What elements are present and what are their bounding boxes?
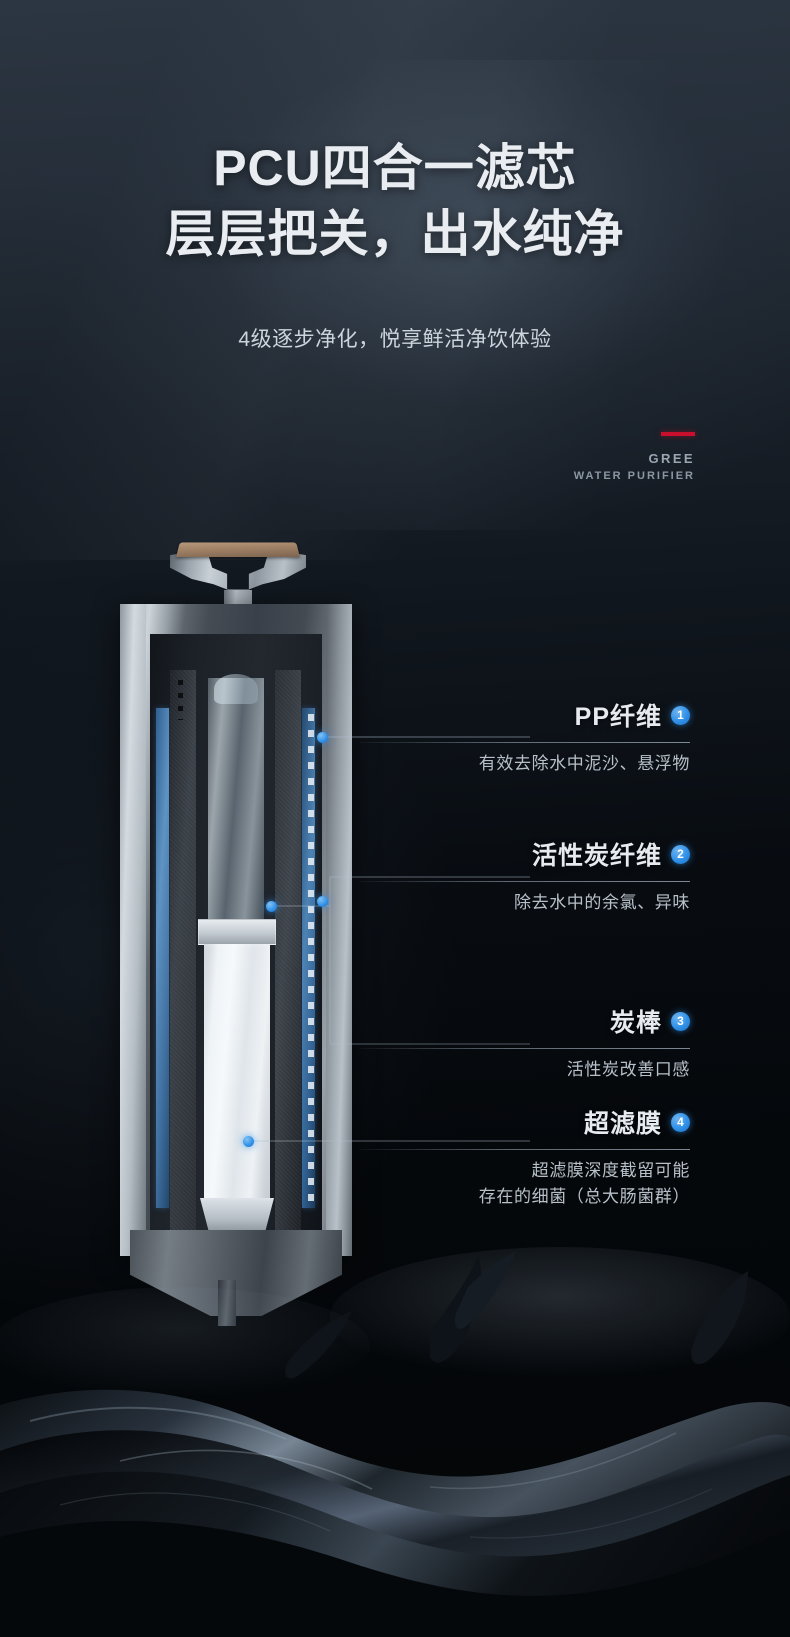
carbon-fibre-layer-right — [275, 670, 301, 1230]
carbon-fibre-layer-left — [170, 670, 196, 1230]
annotation-divider — [360, 1048, 690, 1049]
annotation-divider — [360, 881, 690, 882]
carbon-rod — [204, 944, 270, 1212]
annotation-ultrafiltration-membrane: 超滤膜 4 超滤膜深度截留可能 存在的细菌（总大肠菌群） — [360, 1104, 690, 1210]
annotation-description-line2: 存在的细菌（总大肠菌群） — [478, 1187, 690, 1206]
inner-core-tube — [208, 678, 264, 926]
annotation-carbon-rod: 炭棒 3 活性炭改善口感 — [360, 1003, 690, 1083]
annotation-title: PP纤维 — [574, 703, 662, 731]
annotation-header: 炭棒 3 — [360, 1003, 690, 1039]
annotation-header: 超滤膜 4 — [360, 1104, 690, 1140]
annotation-badge-3: 3 — [671, 1011, 690, 1031]
callout-dot-2b — [317, 896, 328, 907]
carbon-rod-collar — [198, 919, 276, 945]
page-title-line2: 层层把关，出水纯净 — [165, 206, 625, 262]
annotation-description: 活性炭改善口感 — [566, 1060, 690, 1079]
annotation-title: 活性炭纤维 — [531, 842, 662, 870]
shell-bevel-left — [120, 604, 146, 1256]
ultrafiltration-membrane-left — [156, 708, 169, 1208]
annotation-header: 活性炭纤维 2 — [360, 836, 690, 872]
callout-dot-1 — [317, 732, 328, 743]
cap-bronze-plate — [176, 542, 300, 558]
annotation-badge-4: 4 — [671, 1112, 690, 1132]
callout-dot-4 — [243, 1136, 254, 1147]
annotation-title: 炭棒 — [609, 1009, 662, 1037]
annotation-description: 除去水中的余氯、异味 — [514, 893, 690, 912]
page-title-line1: PCU四合一滤芯 — [213, 140, 577, 196]
annotation-divider — [360, 742, 690, 743]
annotation-activated-carbon-fibre: 活性炭纤维 2 除去水中的余氯、异味 — [360, 836, 690, 916]
shell-bevel-right — [326, 604, 352, 1256]
annotation-title: 超滤膜 — [583, 1110, 662, 1138]
cartridge-outlet-stem — [218, 1280, 236, 1326]
inner-core-dome — [214, 674, 258, 704]
cartridge-bottom-housing — [130, 1230, 342, 1316]
annotation-badge-2: 2 — [671, 844, 690, 864]
carbon-rod-base — [200, 1198, 274, 1232]
brand-mark: GREE WATER PURIFIER — [574, 432, 695, 484]
annotation-header: PP纤维 1 — [360, 697, 690, 733]
inner-vent-holes — [178, 680, 183, 720]
brand-tagline: WATER PURIFIER — [573, 470, 695, 482]
annotation-pp-fibre: PP纤维 1 有效去除水中泥沙、悬浮物 — [360, 697, 690, 777]
annotation-badge-1: 1 — [671, 705, 690, 725]
filter-cartridge-illustration — [112, 538, 368, 1326]
pp-fibre-perforations — [308, 714, 314, 1206]
annotation-divider — [360, 1149, 690, 1150]
annotation-description-line1: 超滤膜深度截留可能 — [531, 1161, 690, 1180]
annotation-description: 有效去除水中泥沙、悬浮物 — [478, 754, 690, 773]
brand-accent-bar — [661, 432, 695, 436]
page-subtitle: 4级逐步净化，悦享鲜活净饮体验 — [238, 328, 552, 351]
callout-dot-2 — [266, 901, 277, 912]
brand-name: GREE — [648, 451, 695, 466]
